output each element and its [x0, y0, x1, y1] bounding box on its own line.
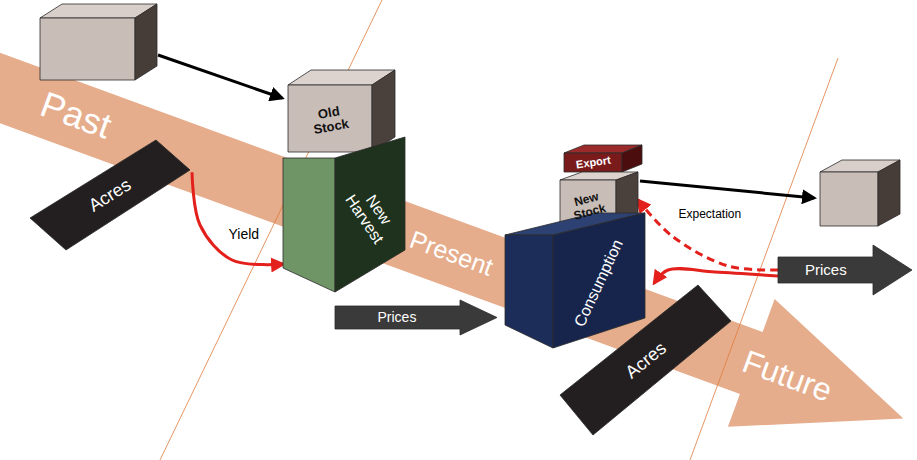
- expectation-connector: [638, 200, 778, 270]
- stock-cube-shape: [288, 70, 395, 152]
- node-label: Prices: [805, 262, 847, 278]
- shape-face: [778, 245, 912, 295]
- past-stock-cube: [40, 4, 157, 80]
- shape-face: [622, 145, 642, 172]
- price-arrow: Prices: [778, 245, 912, 295]
- shape-face: [288, 85, 372, 152]
- node-label: Prices: [378, 310, 417, 325]
- shape-face: [553, 213, 645, 348]
- shape-face: [335, 300, 497, 335]
- shape-face: [505, 235, 553, 348]
- price-arrow: Prices: [335, 300, 497, 335]
- acres-parallelogram: Acres: [28, 138, 192, 252]
- carry-over-arrow: [158, 55, 282, 98]
- shape-face: [372, 70, 395, 152]
- shape-face: [283, 158, 335, 292]
- flow-connector: [192, 172, 283, 264]
- future-stock-cube: [820, 160, 900, 226]
- shape-face: [335, 137, 405, 292]
- export-cube: Export: [564, 145, 642, 172]
- carry-over-arrow: [640, 181, 814, 198]
- harvest-cube: New Harvest: [283, 137, 405, 292]
- edge-label: Expectation: [676, 208, 745, 221]
- consumption-cube: Consumption: [505, 213, 645, 348]
- shape-face: [560, 285, 731, 435]
- consumption-cube-shape: [505, 213, 645, 348]
- shape-face: [0, 4, 917, 460]
- stock-cube: Old Stock: [288, 70, 395, 152]
- flow-connector: [654, 269, 778, 283]
- edge-label: Yield: [226, 227, 263, 242]
- shape-face: [30, 140, 190, 250]
- shape-face: [564, 153, 622, 172]
